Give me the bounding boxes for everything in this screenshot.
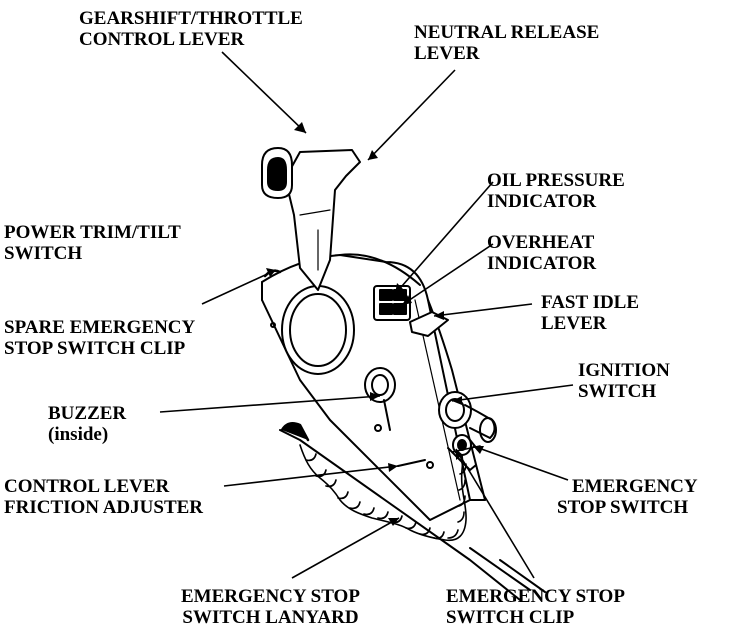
leader-fast-idle bbox=[434, 304, 532, 316]
leader-gearshift bbox=[222, 52, 306, 133]
label-overheat-indicator: OVERHEAT INDICATOR bbox=[487, 232, 596, 274]
leader-lanyard bbox=[292, 518, 399, 578]
leader-neutral bbox=[368, 70, 455, 160]
lever-hub bbox=[282, 286, 354, 374]
label-spare-emergency-stop-switch-clip: SPARE EMERGENCY STOP SWITCH CLIP bbox=[4, 317, 195, 359]
label-ignition-switch: IGNITION SWITCH bbox=[578, 360, 670, 402]
label-emergency-stop-switch: EMERGENCY STOP SWITCH bbox=[557, 476, 698, 518]
label-emergency-stop-switch-lanyard: EMERGENCY STOP SWITCH LANYARD bbox=[181, 586, 360, 628]
label-buzzer: BUZZER (inside) bbox=[48, 403, 126, 445]
leader-estop-switch bbox=[473, 446, 568, 480]
label-neutral-release-lever: NEUTRAL RELEASE LEVER bbox=[414, 22, 599, 64]
label-control-lever-friction-adjuster: CONTROL LEVER FRICTION ADJUSTER bbox=[4, 476, 203, 518]
label-power-trim-tilt-switch: POWER TRIM/TILT SWITCH bbox=[4, 222, 181, 264]
label-oil-pressure-indicator: OIL PRESSURE INDICATOR bbox=[487, 170, 625, 212]
leader-ignition bbox=[452, 385, 573, 401]
label-emergency-stop-switch-clip: EMERGENCY STOP SWITCH CLIP bbox=[446, 586, 625, 628]
label-gearshift-throttle-control-lever: GEARSHIFT/THROTTLE CONTROL LEVER bbox=[79, 8, 303, 50]
label-fast-idle-lever: FAST IDLE LEVER bbox=[541, 292, 639, 334]
